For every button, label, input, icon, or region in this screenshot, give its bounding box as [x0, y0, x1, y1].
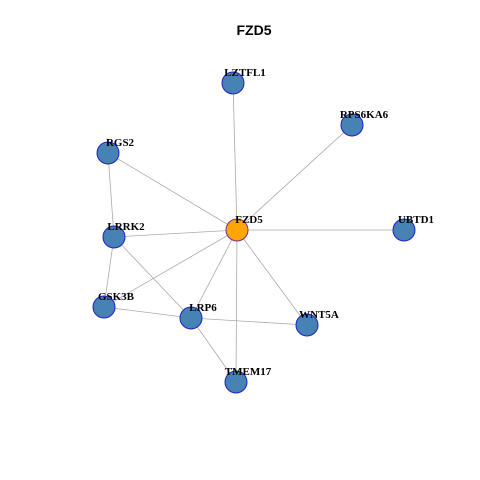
node-fzd5[interactable] [225, 218, 249, 242]
node-label-gsk3b: GSK3B [98, 291, 135, 303]
node-rps6ka6[interactable] [340, 113, 364, 137]
node-label-fzd5: FZD5 [235, 214, 263, 226]
node-label-lrrk2: LRRK2 [107, 221, 145, 233]
node-label-rgs2: RGS2 [106, 137, 135, 149]
node-tmem17[interactable] [224, 370, 248, 394]
edge-fzd5-lrp6 [190, 229, 238, 319]
edge-lrrk2-gsk3b [103, 236, 115, 308]
edge-gsk3b-lrp6 [103, 306, 192, 319]
edge-lrp6-wnt5a [190, 317, 308, 326]
node-wnt5a[interactable] [295, 313, 319, 337]
node-lrp6[interactable] [179, 306, 203, 330]
node-label-ubtd1: UBTD1 [398, 214, 434, 226]
node-label-wnt5a: WNT5A [299, 309, 339, 321]
node-lrrk2[interactable] [102, 225, 126, 249]
node-lztfl1[interactable] [221, 71, 245, 95]
edge-fzd5-lztfl1 [232, 82, 238, 231]
node-ubtd1[interactable] [392, 218, 416, 242]
node-label-lztfl1: LZTFL1 [224, 67, 266, 79]
edge-fzd5-tmem17 [235, 229, 238, 383]
edge-lrp6-tmem17 [190, 317, 237, 383]
node-label-tmem17: TMEM17 [225, 366, 272, 378]
node-rgs2[interactable] [96, 141, 120, 165]
edge-rgs2-lrrk2 [107, 152, 115, 238]
edge-fzd5-rps6ka6 [236, 124, 353, 231]
nodes-layer [92, 71, 416, 394]
node-label-rps6ka6: RPS6KA6 [340, 109, 389, 121]
edge-fzd5-gsk3b [103, 229, 238, 308]
edges-layer [103, 82, 404, 383]
edge-fzd5-rgs2 [107, 152, 238, 231]
node-label-lrp6: LRP6 [189, 302, 217, 314]
edge-fzd5-lrrk2 [113, 229, 238, 238]
edge-lrrk2-lrp6 [113, 236, 192, 319]
node-gsk3b[interactable] [92, 295, 116, 319]
edge-fzd5-wnt5a [236, 229, 308, 326]
diagram-title: FZD5 [237, 22, 272, 38]
